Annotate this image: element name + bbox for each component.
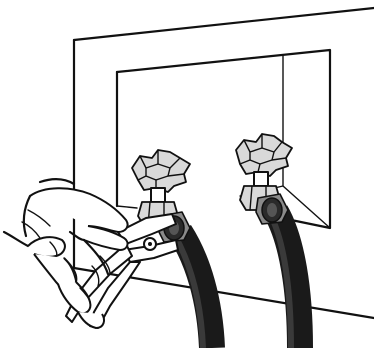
right-hose — [270, 212, 300, 348]
left-hose — [174, 232, 212, 348]
